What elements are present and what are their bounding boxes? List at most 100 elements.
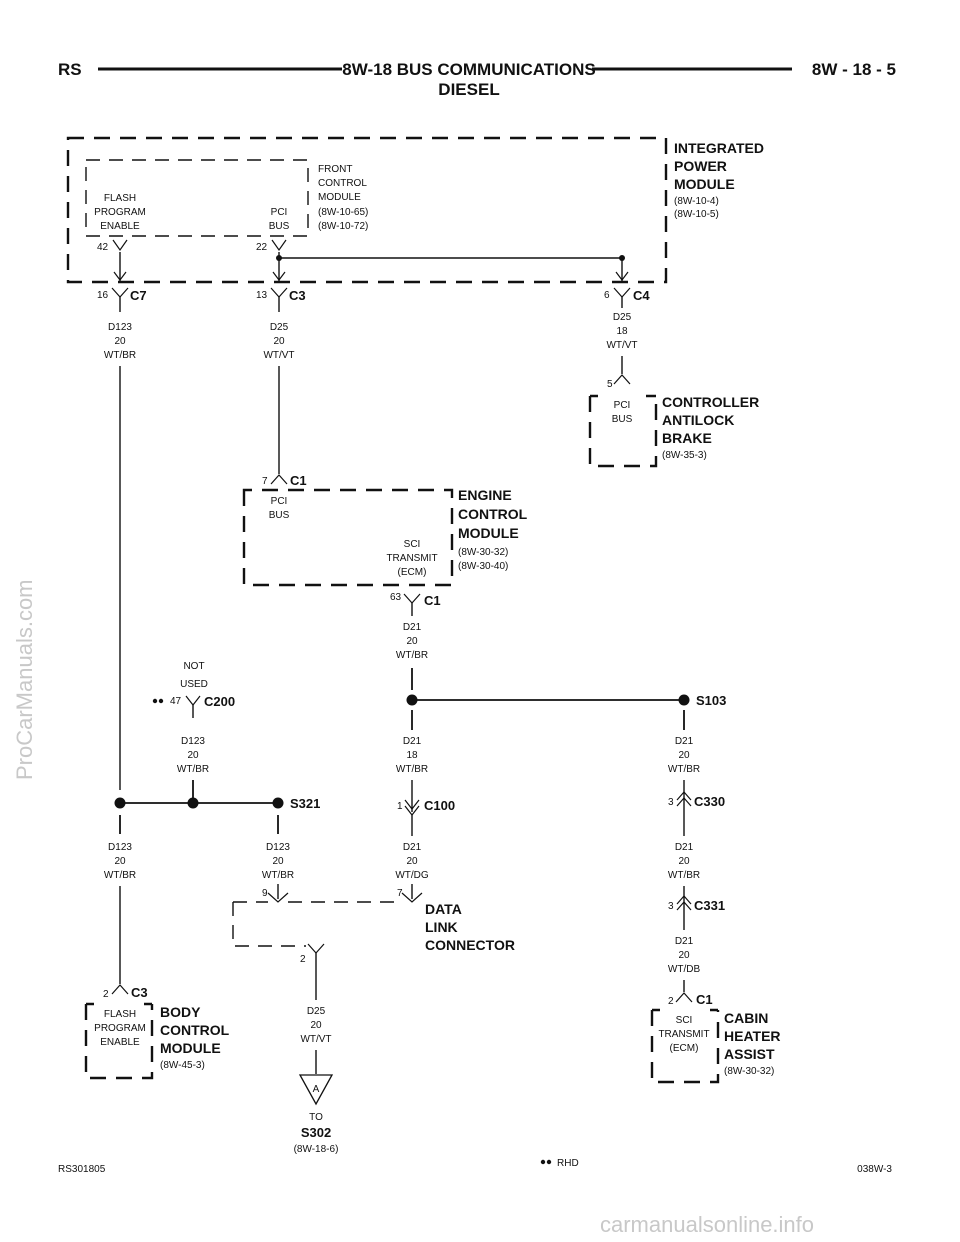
w-s321-2: 20 — [272, 856, 284, 867]
ecm-pin-a-2: BUS — [269, 510, 290, 521]
bcm-name-1: BODY — [160, 1004, 201, 1020]
fcm-pin-42: 42 — [97, 242, 109, 253]
bcm-ref: (8W-45-3) — [160, 1060, 205, 1071]
footer-center: RHD — [557, 1158, 579, 1169]
c4-label: C4 — [633, 288, 650, 303]
cab-pin: 5 — [607, 379, 613, 390]
s302-label: S302 — [301, 1125, 331, 1140]
ecm-c1a-label: C1 — [290, 473, 307, 488]
cha-c1-pin: 2 — [668, 996, 674, 1007]
w-c100-top-3: WT/BR — [396, 764, 428, 775]
dlc-pin-9: 9 — [262, 888, 268, 899]
cha-name-3: ASSIST — [724, 1046, 775, 1062]
ipm-ref-1: (8W-10-4) — [674, 196, 719, 207]
cab-ref: (8W-35-3) — [662, 450, 707, 461]
s103-label: S103 — [696, 693, 726, 708]
c200-mark — [185, 695, 201, 706]
dlc-pin-2: 2 — [300, 954, 306, 965]
fcm-pin-b-1: PCI — [271, 207, 288, 218]
w-s321-3: WT/BR — [262, 870, 294, 881]
w-c7-2: 20 — [114, 336, 126, 347]
ipm-name-3: MODULE — [674, 176, 735, 192]
bcm-outline — [84, 1002, 154, 1080]
c7-pin-mark — [111, 287, 129, 298]
cha-name-2: HEATER — [724, 1028, 781, 1044]
c7-pin: 16 — [97, 290, 109, 301]
w-s321-1: D123 — [266, 842, 290, 853]
bcm-name-2: CONTROL — [160, 1022, 230, 1038]
header-title: 8W-18 BUS COMMUNICATIONS — [342, 60, 595, 79]
w-c4-1: D25 — [613, 312, 632, 323]
c7-label: C7 — [130, 288, 147, 303]
fcm-name-2: CONTROL — [318, 178, 367, 189]
c330-mark — [676, 791, 692, 807]
s302-ref: (8W-18-6) — [294, 1144, 339, 1155]
fcm-pin-a-1: FLASH — [104, 193, 136, 204]
fcm-pin-42-mark — [112, 239, 128, 252]
cha-c1-label: C1 — [696, 992, 713, 1007]
s321-dot — [272, 797, 284, 809]
w-bcm-1: D123 — [108, 842, 132, 853]
w-c330-3: WT/BR — [668, 870, 700, 881]
w-ecm-1: D21 — [403, 622, 422, 633]
w-c331-1: D21 — [675, 936, 694, 947]
s321-label: S321 — [290, 796, 320, 811]
header-left: RS — [58, 60, 82, 79]
header-right: 8W - 18 - 5 — [812, 60, 896, 79]
ipm-name-2: POWER — [674, 158, 727, 174]
fcm-pin-22: 22 — [256, 242, 268, 253]
c200-pin: 47 — [170, 696, 182, 707]
ecm-pin-b-2: TRANSMIT — [386, 553, 437, 564]
c3-label: C3 — [289, 288, 306, 303]
dlc-name-1: DATA — [425, 901, 462, 917]
w-c4-3: WT/VT — [606, 340, 637, 351]
dlc-pin-2-mark — [307, 943, 325, 954]
w-ecm-3: WT/BR — [396, 650, 428, 661]
w-c3-3: WT/VT — [263, 350, 294, 361]
ecm-ref-2: (8W-30-40) — [458, 561, 508, 572]
c200-bullet-2 — [158, 698, 164, 704]
cab-pin-2: BUS — [612, 414, 633, 425]
cab-name-2: ANTILOCK — [662, 412, 734, 428]
cha-name-1: CABIN — [724, 1010, 768, 1026]
w-c3-1: D25 — [270, 322, 289, 333]
w-c100-top-2: 18 — [406, 750, 418, 761]
w-c331-3: WT/DB — [668, 964, 701, 975]
cha-outline — [650, 1008, 720, 1084]
ecm-c1a-pin: 7 — [262, 476, 268, 487]
ecm-ref-1: (8W-30-32) — [458, 547, 508, 558]
w-s103-2: 20 — [678, 750, 690, 761]
w-c100-bot-3: WT/DG — [395, 870, 429, 881]
bcm-c3-pin: 2 — [103, 989, 109, 1000]
w-c3-2: 20 — [273, 336, 285, 347]
w-bcm-2: 20 — [114, 856, 126, 867]
dlc-pin-marks — [267, 892, 423, 903]
w-c4-2: 18 — [616, 326, 628, 337]
c3-pin: 13 — [256, 290, 268, 301]
fcm-outline — [85, 159, 309, 237]
cha-pin-3: (ECM) — [670, 1043, 699, 1054]
w-s103-1: D21 — [675, 736, 694, 747]
w-s103-3: WT/BR — [668, 764, 700, 775]
ecm-pin-b-3: (ECM) — [398, 567, 427, 578]
dlc-pin-7: 7 — [397, 888, 403, 899]
w-s302-2: 20 — [310, 1020, 322, 1031]
c100-label: C100 — [424, 798, 455, 813]
bcm-pin-1: FLASH — [104, 1009, 136, 1020]
c200-note-2: USED — [180, 679, 208, 690]
c4-pin: 6 — [604, 290, 610, 301]
cab-pin-mark — [613, 374, 631, 385]
watermark-side: ProCarManuals.com — [12, 579, 37, 780]
bcm-name-3: MODULE — [160, 1040, 221, 1056]
fcm-ref-2: (8W-10-72) — [318, 221, 368, 232]
c3-pin-mark — [270, 287, 288, 298]
s302-offpage-arrow — [298, 1074, 334, 1106]
c200-note-1: NOT — [183, 661, 204, 672]
c200-label: C200 — [204, 694, 235, 709]
ecm-outline — [242, 488, 454, 587]
fcm-ref-1: (8W-10-65) — [318, 207, 368, 218]
w-c100-bot-2: 20 — [406, 856, 418, 867]
footer-bullet-1 — [540, 1159, 546, 1165]
c4-pin-mark — [613, 287, 631, 298]
s302-tag: A — [313, 1084, 320, 1095]
